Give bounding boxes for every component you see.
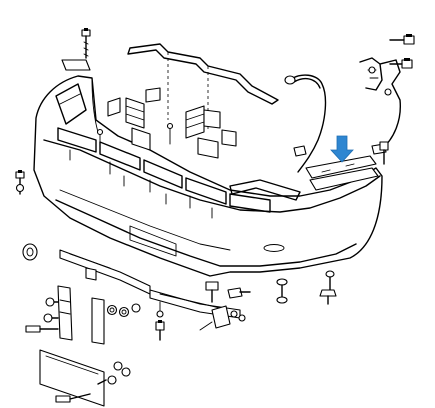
upper-left-bolt <box>61 29 91 71</box>
down-arrow-icon <box>330 135 354 163</box>
right-lower-fasteners <box>276 270 337 305</box>
right-side-bracket <box>359 57 401 155</box>
bumper-fascia <box>33 75 383 277</box>
center-lower-fasteners <box>155 301 165 341</box>
hex-bolt-heads <box>18 28 412 323</box>
left-side-bolt <box>15 171 25 195</box>
center-mounting-brackets <box>96 87 237 159</box>
wiring-harness <box>284 74 327 173</box>
license-plate-bracket <box>39 349 105 407</box>
center-right-hardware <box>199 281 251 331</box>
right-corner-bolt <box>379 141 389 165</box>
bumper-mounting-bracket <box>305 155 379 191</box>
plate-fasteners <box>97 361 131 385</box>
lower-left-hardware <box>25 285 141 345</box>
energy-absorber <box>57 127 301 219</box>
left-grommet <box>22 243 38 261</box>
upper-reinforcement-bar <box>127 43 279 130</box>
upper-right-bolts <box>389 35 415 69</box>
